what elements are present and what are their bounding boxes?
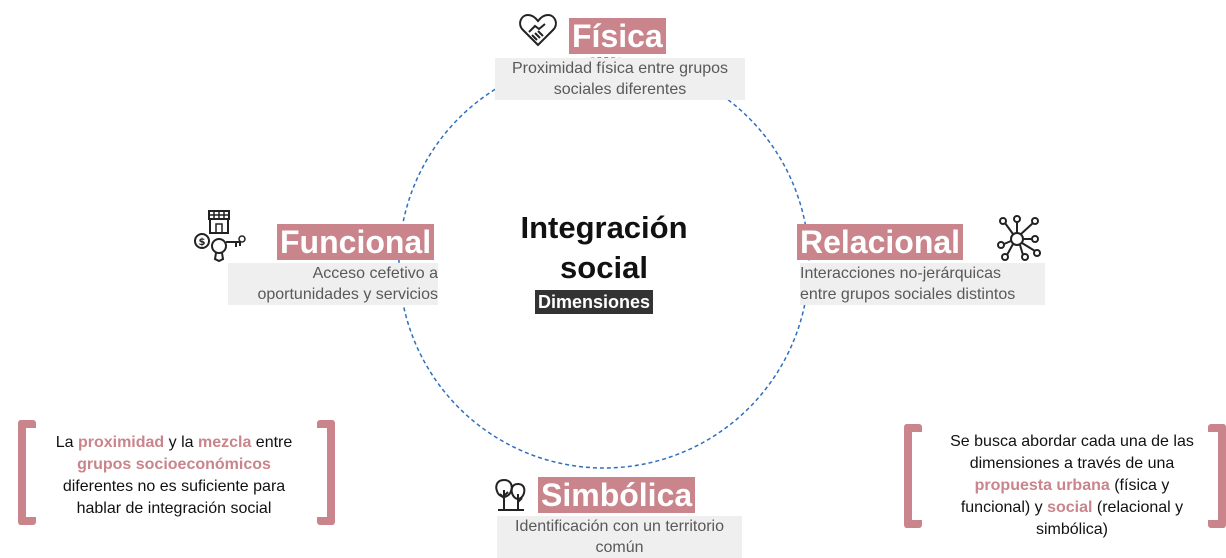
left-note-bracket-open [18, 420, 36, 525]
funcional-description: Acceso cefetivo a oportunidades y servic… [228, 263, 438, 305]
left-note-bracket-close [317, 420, 335, 525]
dimensiones-tag: Dimensiones [535, 290, 654, 314]
center-title: Integración social [504, 208, 704, 288]
fisica-desc-line1: Proximidad física entre grupos [511, 60, 729, 77]
fisica-desc-line2: sociales diferentes [553, 81, 687, 98]
svg-text:$: $ [199, 237, 206, 248]
network-icon [997, 215, 1041, 261]
left-note: La proximidad y la mezcla entre grupos s… [34, 432, 314, 520]
trees-icon [495, 478, 526, 511]
simbolica-description: Identificación con un territorio común [497, 516, 742, 558]
left-note-line3: diferentes no es suficiente para [62, 478, 286, 495]
right-note-line5: simbólica) [1035, 521, 1108, 538]
relacional-desc-line2: entre grupos sociales distintos [800, 286, 1016, 303]
right-note-bracket-close [1208, 424, 1226, 528]
relacional-title: Relacional [797, 224, 964, 260]
simbolica-desc-line2: común [595, 539, 644, 556]
relacional-desc-line1: Interacciones no-jerárquicas [800, 265, 1001, 282]
right-note-line1: Se busca abordar cada una de las [950, 433, 1194, 450]
funcional-desc-line2: oportunidades y servicios [257, 286, 438, 303]
fisica-title: Física [569, 18, 666, 54]
left-note-line1: La proximidad y la mezcla entre [55, 434, 293, 451]
center-title-line1: Integración [520, 210, 688, 245]
right-note-line4: funcional) y social (relacional y [960, 499, 1184, 516]
funcional-desc-line1: Acceso cefetivo a [312, 265, 438, 282]
right-note-line2: dimensiones a través de una [969, 455, 1175, 472]
right-note-bracket-open [904, 424, 922, 528]
right-note: Se busca abordar cada una de las dimensi… [924, 431, 1220, 541]
simbolica-desc-line1: Identificación con un territorio [515, 518, 724, 535]
relacional-description: Interacciones no-jerárquicas entre grupo… [800, 263, 1045, 305]
funcional-title: Funcional [277, 224, 435, 260]
right-note-line3: propuesta urbana (física y [974, 477, 1170, 494]
handshake-heart-icon [519, 13, 557, 47]
left-note-line2: grupos socioeconómicos [77, 456, 271, 473]
left-note-line4: hablar de integración social [76, 500, 272, 517]
simbolica-title: Simbólica [538, 477, 696, 513]
fisica-description: Proximidad física entre grupos sociales … [495, 58, 745, 100]
center-title-line2: social [560, 250, 648, 285]
store-money-key-icon: $ [194, 210, 246, 263]
